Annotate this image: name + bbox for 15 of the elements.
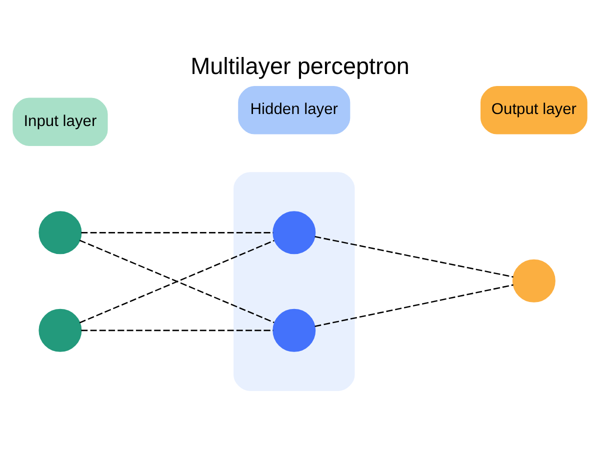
node-circle bbox=[272, 210, 316, 254]
connector bbox=[81, 232, 274, 233]
connector bbox=[314, 235, 514, 278]
node-circle bbox=[38, 308, 82, 352]
diagram-title: Multilayer perceptron bbox=[190, 52, 410, 79]
node-circle bbox=[38, 210, 82, 254]
node-box: Input layer bbox=[12, 97, 108, 146]
node-circle bbox=[512, 258, 556, 302]
node-box: Output layer bbox=[480, 86, 588, 134]
connector bbox=[79, 239, 274, 323]
cluster bbox=[234, 172, 355, 391]
node-box: Hidden layer bbox=[238, 86, 350, 134]
connector bbox=[314, 284, 514, 326]
connector bbox=[81, 329, 274, 331]
node-circle bbox=[272, 308, 316, 352]
